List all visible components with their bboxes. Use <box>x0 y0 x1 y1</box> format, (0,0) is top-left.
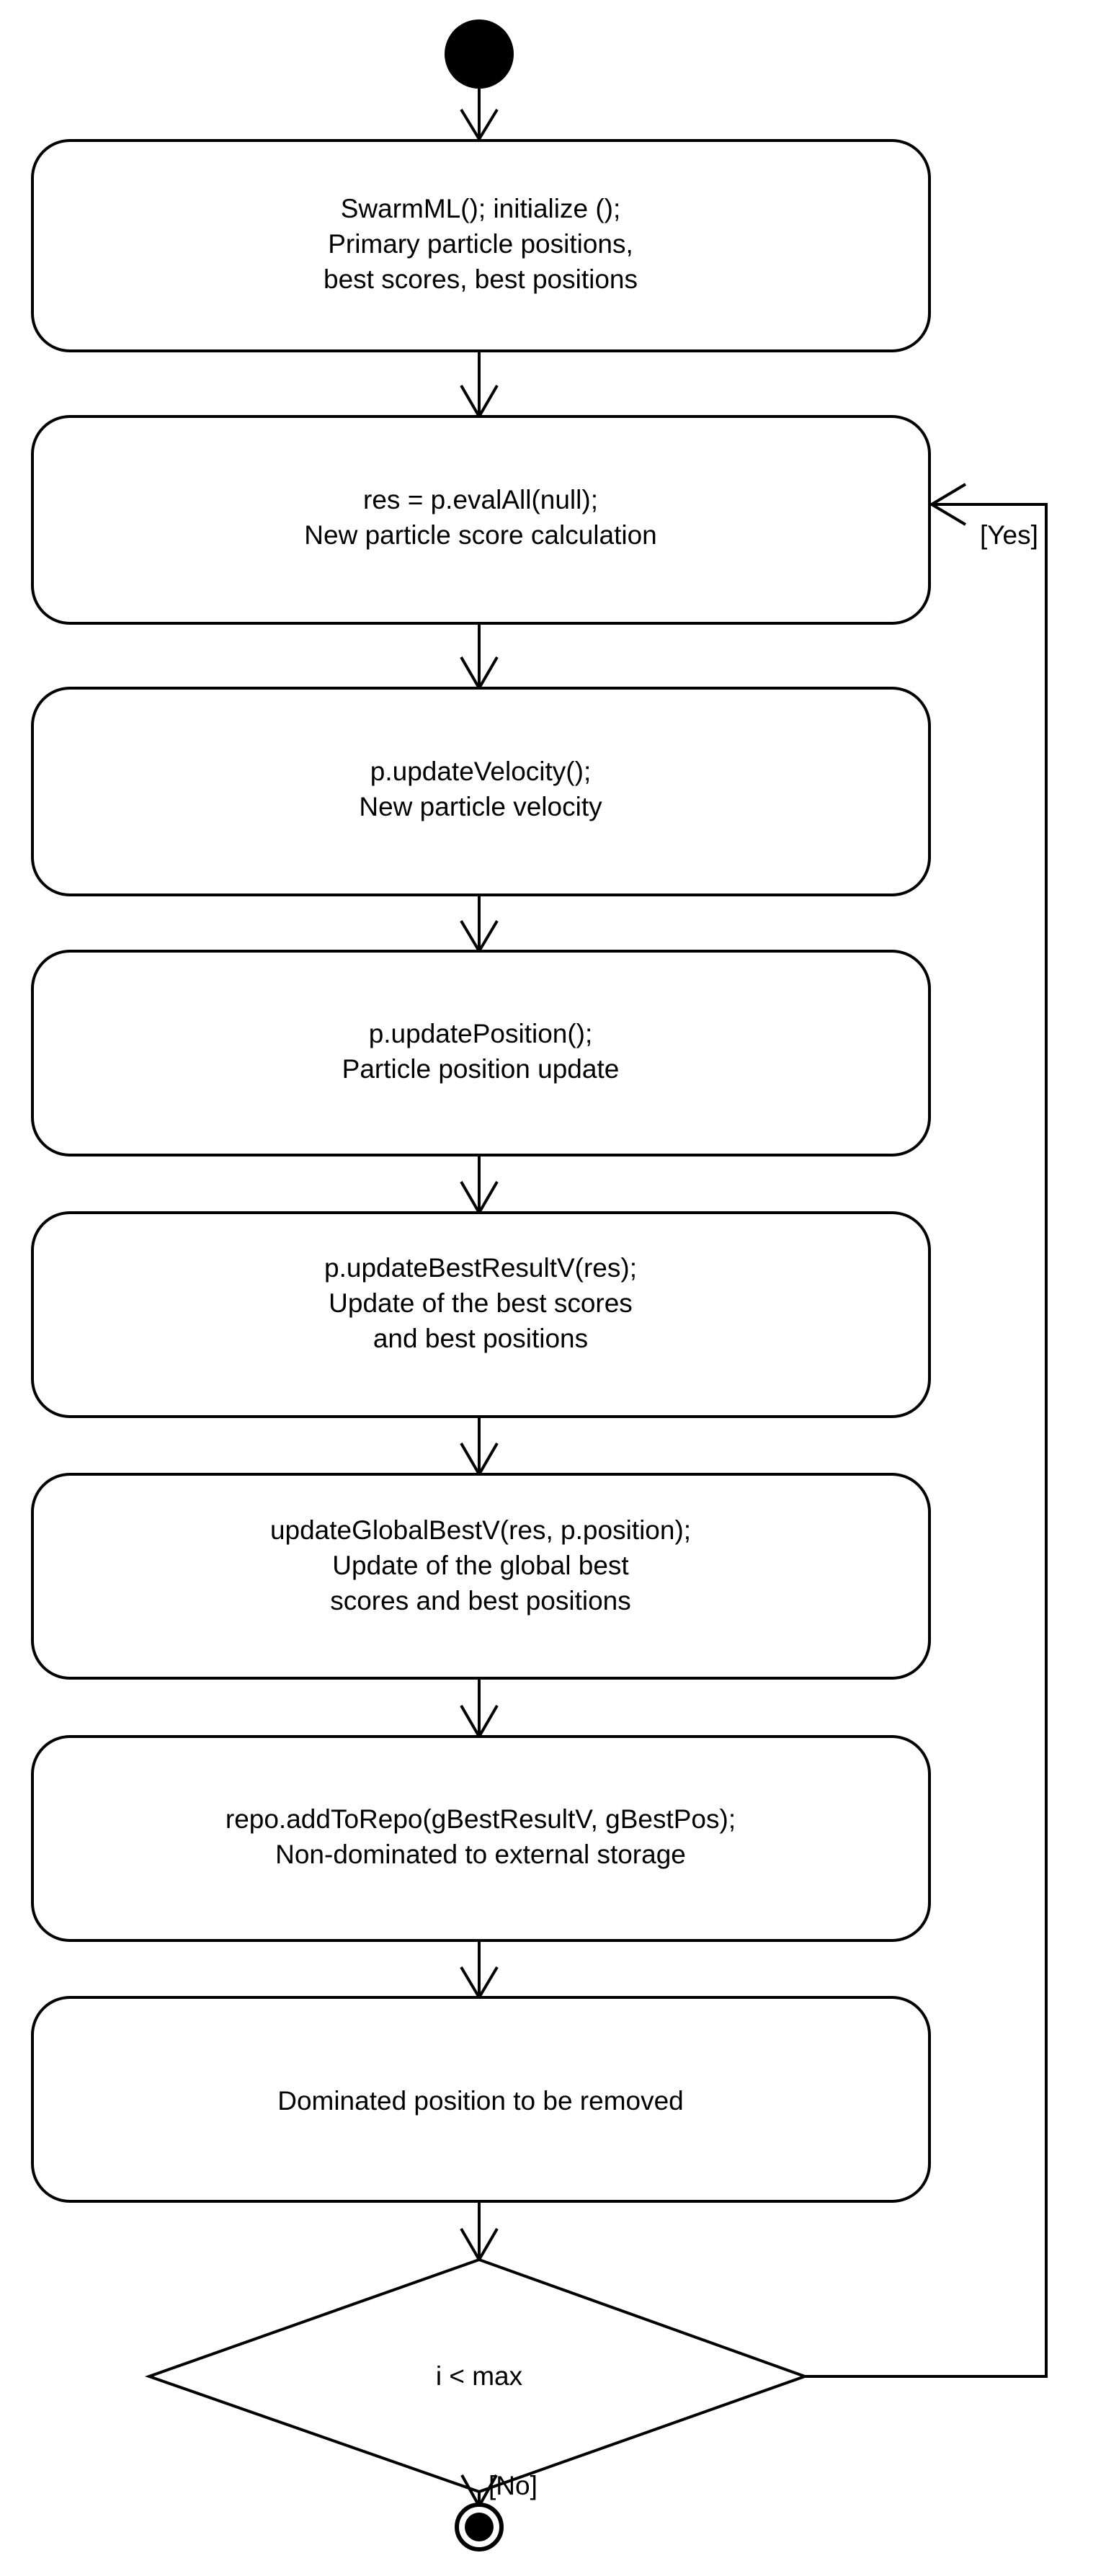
edge-decision-yes-loopback <box>805 503 1048 2378</box>
activity-node-eval[interactable] <box>31 415 931 625</box>
activity-position-line-2: Particle position update <box>342 1054 620 1084</box>
activity-eval-line-2: New particle score calculation <box>304 520 656 550</box>
activity-best-result-line-3: and best positions <box>373 1324 588 1353</box>
final-node-dot <box>465 2513 494 2541</box>
activity-init-line-3: best scores, best positions <box>324 264 638 294</box>
activity-repo-line-2: Non-dominated to external storage <box>275 1840 686 1869</box>
activity-node-best-result[interactable] <box>31 1211 931 1418</box>
activity-global-best-line-2: Update of the global best <box>332 1551 629 1580</box>
activity-node-remove[interactable] <box>31 1996 931 2203</box>
activity-global-best-line-3: scores and best positions <box>330 1586 631 1615</box>
activity-position-line-1: p.updatePosition(); <box>369 1019 593 1048</box>
activity-remove-line-1: Dominated position to be removed <box>277 2086 684 2116</box>
guard-label-yes: [Yes] <box>980 520 1038 550</box>
activity-node-global-best[interactable] <box>31 1473 931 1680</box>
activity-node-repo[interactable] <box>31 1735 931 1942</box>
arrowhead-loopback-to-eval <box>929 483 967 526</box>
activity-velocity-line-2: New particle velocity <box>359 792 602 821</box>
activity-eval-line-1: res = p.evalAll(null); <box>363 485 598 514</box>
activity-init-line-2: Primary particle positions, <box>328 229 633 259</box>
activity-node-init[interactable] <box>31 139 931 352</box>
activity-best-result-line-1: p.updateBestResultV(res); <box>324 1253 637 1283</box>
initial-node <box>445 19 514 89</box>
activity-init-line-1: SwarmML(); initialize (); <box>341 194 621 223</box>
decision-label: i < max <box>436 2361 523 2391</box>
activity-repo-line-1: repo.addToRepo(gBestResultV, gBestPos); <box>226 1804 736 1834</box>
guard-label-no: [No] <box>489 2471 538 2500</box>
activity-velocity-line-1: p.updateVelocity(); <box>370 757 591 786</box>
activity-best-result-line-2: Update of the best scores <box>329 1288 633 1318</box>
activity-global-best-line-1: updateGlobalBestV(res, p.position); <box>270 1515 691 1545</box>
activity-node-velocity[interactable] <box>31 687 931 896</box>
activity-node-position[interactable] <box>31 950 931 1156</box>
